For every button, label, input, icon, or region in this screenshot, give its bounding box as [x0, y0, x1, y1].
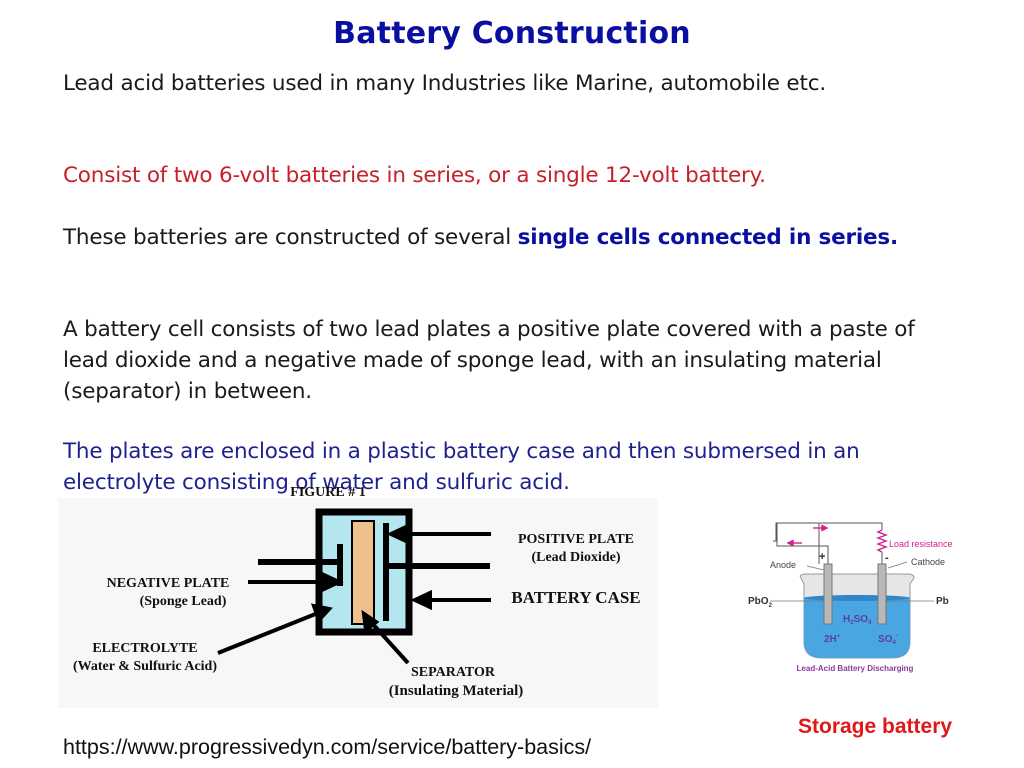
label-h2so4: H2SO4	[843, 614, 872, 626]
negative-terminal	[258, 559, 342, 565]
anode-leader	[806, 565, 825, 571]
circuit-wire-anode	[776, 523, 829, 564]
label-pbo2: PbO2	[748, 596, 773, 609]
current-arrowhead-right	[821, 524, 829, 532]
storage-battery-caption: Storage battery	[798, 715, 953, 738]
positive-plate-arrowhead	[386, 523, 408, 545]
battery-case-arrowhead	[410, 589, 432, 611]
label-minus: -	[885, 552, 889, 564]
paragraph-cells: These batteries are constructed of sever…	[63, 222, 963, 253]
source-url: https://www.progressivedyn.com/service/b…	[63, 735, 592, 759]
anode-electrode	[823, 563, 833, 625]
cathode-electrode	[877, 563, 887, 625]
separator-arrowhead	[361, 609, 380, 634]
paragraph-industries: Lead acid batteries used in many Industr…	[63, 71, 826, 96]
label-h-ion: 2H+	[824, 634, 841, 645]
h2so4-4: 4	[868, 620, 872, 626]
so4-ion-text: SO	[878, 634, 893, 645]
separator-plate	[351, 520, 375, 625]
h2so4-h: H	[843, 614, 850, 625]
label-load-resistance: Load resistance	[889, 539, 953, 549]
current-arrowhead-left	[786, 539, 794, 547]
label-cathode: Cathode	[911, 557, 945, 567]
circuit-wire-top	[778, 522, 883, 530]
label-so4-ion: SO4-	[878, 633, 898, 646]
electrolyte-arrowhead	[310, 603, 333, 624]
label-separator-sub: (Insulating Material)	[389, 683, 524, 699]
positive-plate	[383, 523, 389, 621]
figure1-heading: FIGURE # 1	[290, 485, 365, 500]
electrolyte-surface	[804, 595, 910, 601]
label-electrolyte: ELECTROLYTE	[92, 641, 197, 656]
positive-terminal	[386, 563, 490, 569]
figure-lead-acid-discharging: Load resistance + - Anode Cathode PbO2 P…	[742, 512, 968, 678]
negative-plate-arrowhead	[322, 571, 344, 593]
label-positive-plate-sub: (Lead Dioxide)	[531, 550, 620, 565]
figure-battery-cell-diagram: FIGURE # 1 NEGATIVE PLATE (Sponge Lead) …	[58, 478, 658, 708]
paragraph-enclosure: The plates are enclosed in a plastic bat…	[63, 439, 860, 495]
so4-ion-sub: 4	[892, 640, 896, 646]
h2so4-so: SO	[854, 614, 869, 625]
label-electrolyte-sub: (Water & Sulfuric Acid)	[73, 659, 217, 674]
h-ion-text: 2H	[824, 634, 837, 645]
paragraph-cells-highlight: single cells connected in series.	[517, 225, 898, 250]
cathode-leader	[887, 561, 908, 569]
h2so4-2: 2	[850, 620, 854, 626]
label-battery-case: BATTERY CASE	[511, 588, 640, 607]
label-anode: Anode	[770, 560, 796, 570]
separator-arrow	[368, 619, 410, 665]
label-negative-plate: NEGATIVE PLATE	[107, 576, 230, 591]
figure2-caption: Lead-Acid Battery Discharging	[797, 664, 914, 673]
label-positive-plate: POSITIVE PLATE	[518, 532, 634, 547]
label-pbo2-sub: 2	[769, 603, 773, 609]
so4-ion-sup: -	[896, 633, 898, 639]
label-plus: +	[819, 551, 825, 563]
load-resistor-icon	[876, 529, 888, 553]
paragraph-voltage: Consist of two 6-volt batteries in serie…	[63, 163, 766, 188]
electrolyte-arrow	[217, 611, 319, 655]
paragraph-cells-text: These batteries are constructed of sever…	[63, 225, 518, 250]
circuit-wire-left	[773, 522, 820, 564]
label-negative-plate-sub: (Sponge Lead)	[140, 594, 227, 609]
label-pbo2-text: PbO	[748, 596, 769, 607]
paragraph-cell-structure: A battery cell consists of two lead plat…	[63, 317, 915, 404]
slide-title: Battery Construction	[333, 16, 691, 51]
h-ion-sup: +	[837, 634, 841, 640]
label-separator: SEPARATOR	[411, 665, 496, 680]
label-pb: Pb	[936, 596, 949, 607]
electrolyte-solution	[804, 598, 910, 658]
